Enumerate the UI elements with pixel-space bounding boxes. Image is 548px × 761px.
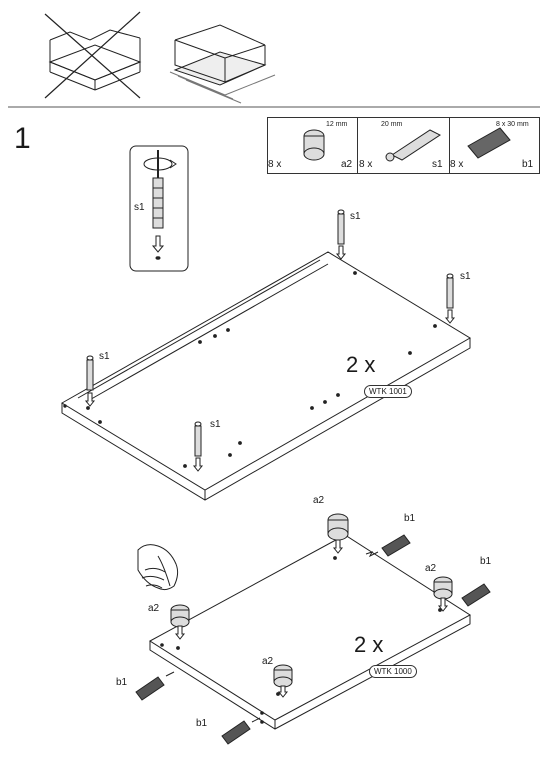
cam-label-top: a2 bbox=[313, 495, 325, 506]
correct-placement-icon bbox=[169, 24, 276, 104]
dowel-label-left: b1 bbox=[116, 677, 128, 688]
cam-a2-left bbox=[170, 604, 190, 640]
dowel-b1-right bbox=[461, 583, 491, 607]
cam-label-right: a2 bbox=[425, 563, 437, 574]
part-a2-size: 12 mm bbox=[326, 121, 348, 128]
wrong-placement-icon bbox=[44, 11, 142, 99]
screw-label-left: s1 bbox=[99, 351, 110, 362]
parts-box bbox=[267, 117, 540, 174]
part-b1-code: b1 bbox=[522, 159, 534, 170]
dowel-b1-front bbox=[221, 717, 261, 745]
hand-icon bbox=[137, 544, 179, 591]
panel-wtk-1000 bbox=[149, 534, 471, 730]
screw-s1-top bbox=[335, 209, 347, 260]
part-b1-size: 8 x 30 mm bbox=[496, 121, 529, 128]
part-s1-size: 20 mm bbox=[381, 121, 403, 128]
cam-a2-front bbox=[273, 664, 293, 698]
panel-wtk-1001 bbox=[61, 251, 471, 501]
dowel-b1-top bbox=[365, 534, 411, 558]
screw-label-front: s1 bbox=[210, 419, 221, 430]
cam-a2-top bbox=[327, 513, 349, 554]
part-s1-code: s1 bbox=[432, 159, 443, 170]
screw-label-top: s1 bbox=[350, 211, 361, 222]
panel-top-code: WTK 1001 bbox=[364, 385, 412, 398]
screw-s1-left bbox=[84, 355, 96, 407]
panel-top-quantity: 2 x bbox=[346, 352, 376, 377]
cam-lock-icon bbox=[303, 129, 325, 161]
screw-s1-right bbox=[444, 273, 456, 324]
screw-detail-inset bbox=[129, 145, 189, 272]
panel-bottom-quantity: 2 x bbox=[354, 632, 384, 657]
dowel-b1-left bbox=[135, 671, 175, 701]
detail-screw-label: s1 bbox=[134, 202, 145, 213]
cam-label-front: a2 bbox=[262, 656, 274, 667]
part-b1-qty: 8 x bbox=[450, 159, 464, 170]
dowel-label-front: b1 bbox=[196, 718, 208, 729]
wood-dowel-icon bbox=[467, 127, 511, 159]
part-a2-code: a2 bbox=[341, 159, 353, 170]
screw-label-right: s1 bbox=[460, 271, 471, 282]
screw-s1-front bbox=[192, 421, 204, 472]
panel-bottom-code: WTK 1000 bbox=[369, 665, 417, 678]
dowel-label-right: b1 bbox=[480, 556, 492, 567]
cam-a2-right bbox=[433, 576, 453, 612]
step-number: 1 bbox=[14, 122, 31, 155]
part-s1-qty: 8 x bbox=[359, 159, 373, 170]
part-a2-qty: 8 x bbox=[268, 159, 282, 170]
cam-label-left: a2 bbox=[148, 603, 160, 614]
dowel-screw-icon bbox=[385, 129, 441, 162]
dowel-label-top: b1 bbox=[404, 513, 416, 524]
